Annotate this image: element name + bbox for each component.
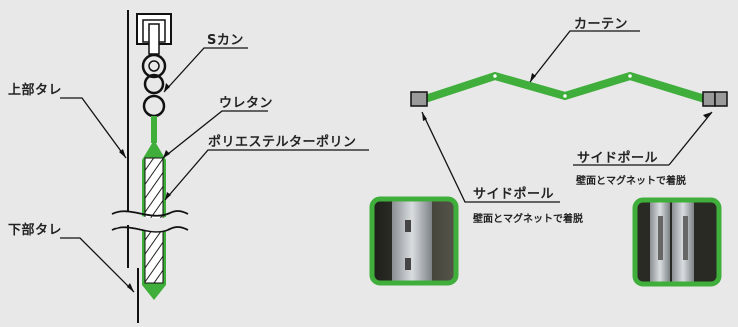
curtain-top-view <box>423 71 707 103</box>
photo-left <box>369 196 459 286</box>
curtain-section <box>142 116 166 300</box>
arrowheads-left <box>119 83 171 292</box>
label-side-pole-left-note: 壁面とマグネットで着脱 <box>473 214 583 225</box>
arrowheads-right <box>422 73 712 121</box>
s-hook <box>142 73 166 118</box>
label-side-pole-right: サイドポール <box>577 151 659 166</box>
leader-lines-left <box>60 47 369 293</box>
label-lower-tare: 下部タレ <box>8 223 63 238</box>
label-curtain: カーテン <box>574 17 629 32</box>
leader-lines-right <box>421 30 713 203</box>
break-mark <box>111 210 189 268</box>
label-urethane: ウレタン <box>219 96 274 111</box>
label-polyester-tarpaulin: ポリエステルターポリン <box>208 135 357 150</box>
label-side-pole-left: サイドポール <box>473 187 555 202</box>
label-side-pole-right-note: 壁面とマグネットで着脱 <box>576 176 686 187</box>
runner <box>141 23 167 79</box>
label-upper-tare: 上部タレ <box>8 83 63 98</box>
photo-right <box>632 197 722 287</box>
side-pole-right <box>702 91 728 107</box>
label-s-kan: Sカン <box>207 33 244 48</box>
side-pole-left <box>410 91 428 107</box>
